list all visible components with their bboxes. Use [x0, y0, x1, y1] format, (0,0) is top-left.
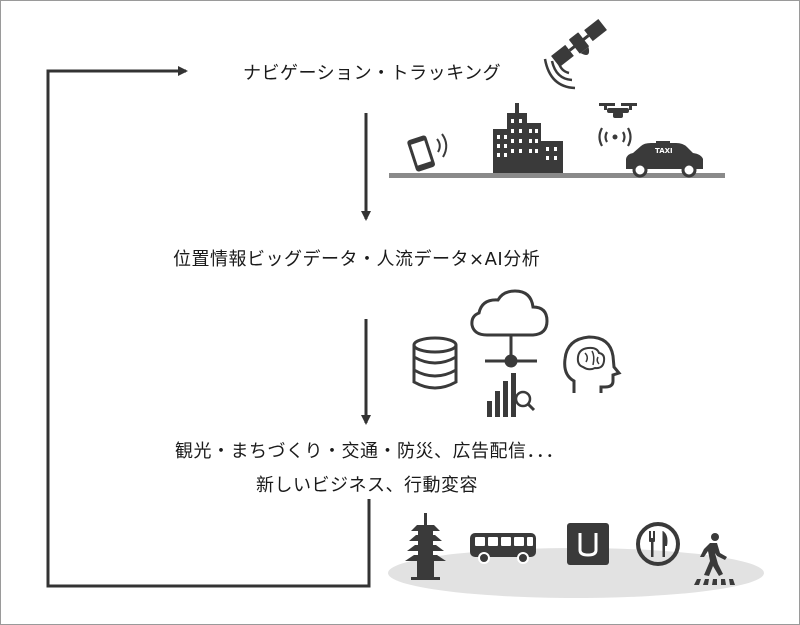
office-building-icon: [493, 103, 563, 173]
step-navigation-label: ナビゲーション・トラッキング: [243, 63, 502, 84]
feedback-loop-line: [46, 66, 371, 588]
database-icon: [412, 336, 458, 390]
ai-brain-head-icon: [563, 335, 622, 393]
taxi-icon: TAXI: [626, 141, 703, 178]
pagoda-icon: [405, 513, 446, 580]
restaurant-icon: [636, 522, 680, 566]
svg-text:TAXI: TAXI: [655, 147, 673, 155]
step-outcome-label: 新しいビジネス、行動変容: [256, 475, 478, 496]
drone-icon: [599, 103, 637, 118]
step-analysis-label: 位置情報ビッグデータ・人流データ×AI分析: [173, 249, 541, 270]
step-applications-label: 観光・まちづくり・交通・防災、広告配信．．．: [175, 441, 564, 462]
satellite-signal-icon: [543, 58, 576, 90]
ride-share-app-icon: [567, 523, 609, 565]
wifi-signal-icon: [598, 127, 632, 147]
pedestrian-crossing-icon: [694, 533, 735, 585]
smartphone-icon: [407, 133, 448, 172]
satellite-icon: [551, 19, 607, 67]
cloud-network-icon: [470, 289, 549, 368]
bar-chart-search-icon: [487, 373, 536, 417]
bus-icon: [470, 533, 536, 564]
ground-line: [389, 173, 725, 178]
